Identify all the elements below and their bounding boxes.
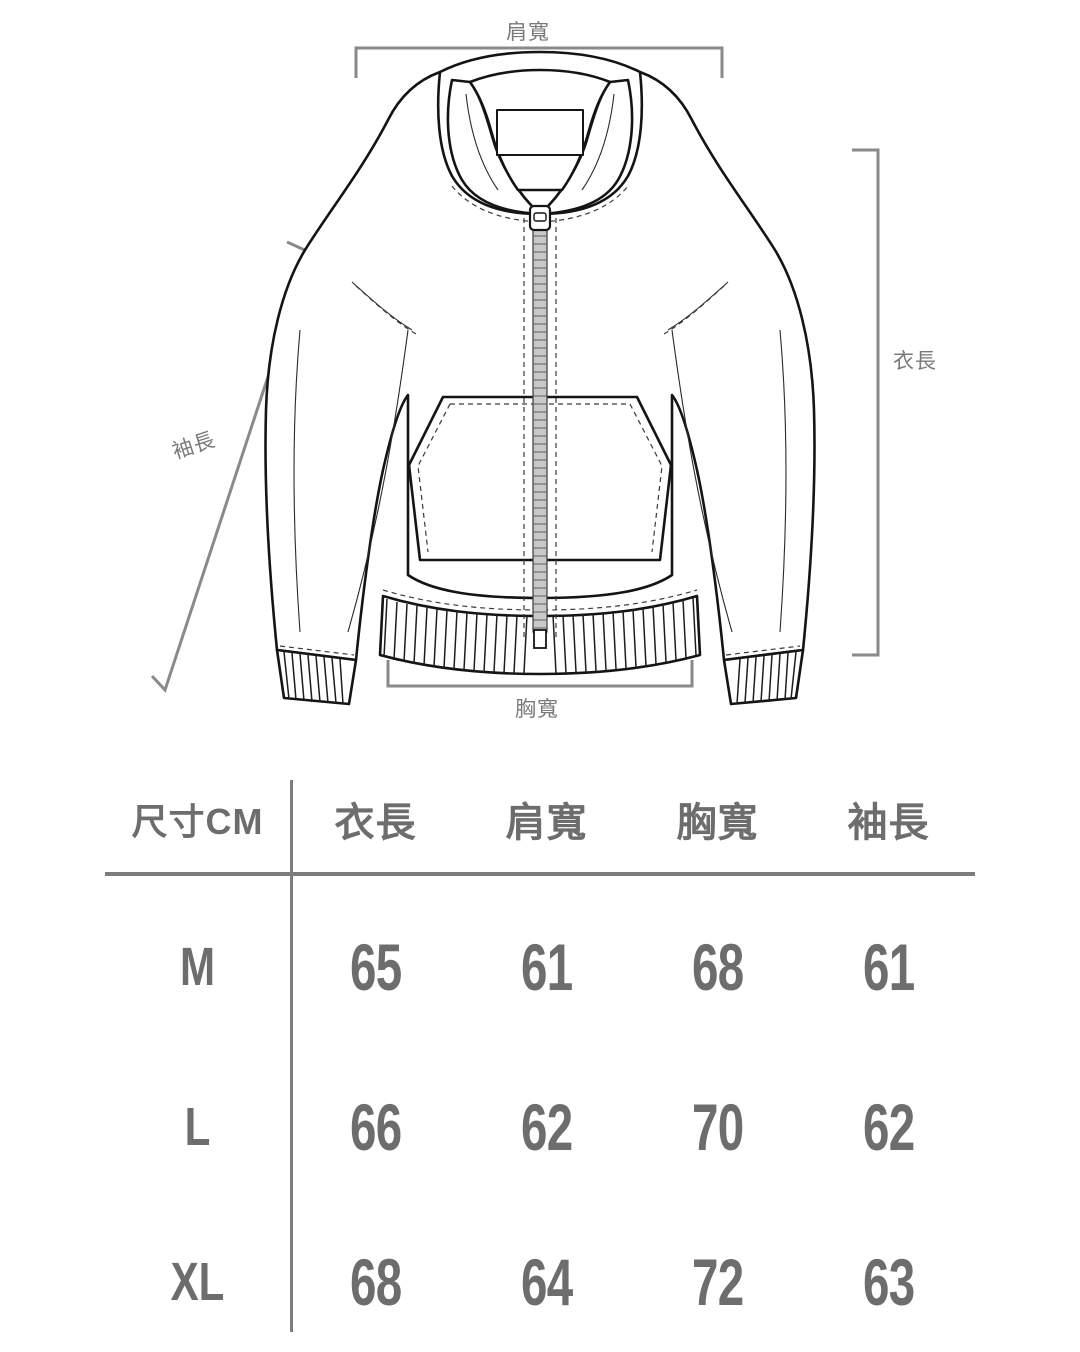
zipper-pull — [533, 212, 547, 222]
value-length: 68 — [349, 1245, 402, 1319]
stitch-hood-seam — [451, 185, 629, 223]
left-cuff — [275, 648, 358, 706]
zipper-stopper — [533, 629, 547, 649]
hoodie-technical-drawing — [150, 46, 880, 706]
table-cell-shoulder: 61 — [461, 929, 632, 1005]
table-cell-sleeve: 62 — [803, 1089, 974, 1165]
chest-width-bracket — [386, 660, 694, 688]
stitch-hem-top — [382, 589, 698, 611]
table-header-cell-length: 衣長 — [290, 790, 461, 848]
hood-neck-facing — [496, 109, 584, 156]
measurement-guides — [150, 46, 880, 693]
value-shoulder: 61 — [520, 930, 573, 1004]
table-header-row: 尺寸CM 衣長 肩寬 胸寬 袖長 — [105, 784, 975, 854]
size-label: L — [184, 1097, 211, 1157]
table-cell-size: L — [105, 1096, 290, 1158]
value-shoulder: 64 — [520, 1245, 573, 1319]
table-header-size-label: 尺寸CM — [131, 801, 264, 842]
table-header-rule — [105, 872, 975, 876]
value-length: 65 — [349, 930, 402, 1004]
zipper-tape — [532, 227, 548, 633]
table-header-cell-chest: 胸寬 — [632, 790, 803, 848]
body-length-bracket — [852, 148, 880, 657]
value-sleeve: 61 — [862, 930, 915, 1004]
zipper-teeth — [533, 235, 547, 629]
table-cell-length: 68 — [290, 1244, 461, 1320]
table-cell-shoulder: 64 — [461, 1244, 632, 1320]
right-cuff — [722, 648, 805, 706]
stitch-left-shoulder — [355, 285, 417, 335]
table-cell-size: XL — [105, 1251, 290, 1313]
table-cell-sleeve: 63 — [803, 1244, 974, 1320]
measure-label-shoulder-width: 肩寬 — [506, 21, 550, 44]
table-cell-chest: 70 — [632, 1089, 803, 1165]
cuff-rib-lines — [283, 651, 797, 705]
left-sleeve-fold — [293, 329, 301, 633]
value-chest: 72 — [691, 1245, 744, 1319]
table-header-chest-label: 胸寬 — [676, 801, 759, 845]
value-shoulder: 62 — [520, 1090, 573, 1164]
hem-rib-lines — [383, 596, 697, 674]
table-header-cell-size: 尺寸CM — [105, 793, 290, 845]
table-cell-shoulder: 62 — [461, 1089, 632, 1165]
table-row: XL 68 64 72 63 — [105, 1212, 975, 1352]
stitch-pocket-left — [417, 403, 451, 553]
table-row: L 66 62 70 62 — [105, 1057, 975, 1197]
stitch-left-cuff — [279, 645, 355, 656]
sleeve-length-bracket — [150, 240, 311, 693]
hood-right-fold — [581, 93, 615, 191]
table-header-cell-sleeve: 袖長 — [803, 790, 974, 848]
stitch-right-cuff — [725, 645, 801, 656]
table-header-length-label: 衣長 — [334, 801, 417, 845]
value-sleeve: 63 — [862, 1245, 915, 1319]
right-sleeve-fold — [779, 329, 787, 633]
table-cell-chest: 72 — [632, 1244, 803, 1320]
table-cell-length: 65 — [290, 929, 461, 1005]
value-sleeve: 62 — [862, 1090, 915, 1164]
size-label: M — [179, 937, 216, 997]
right-sleeve-underline — [671, 329, 733, 633]
stitch-right-shoulder — [663, 285, 725, 335]
table-row: M 65 61 68 61 — [105, 897, 975, 1037]
table-header-sleeve-label: 袖長 — [847, 801, 930, 845]
table-header-cell-shoulder: 肩寬 — [461, 790, 632, 848]
garment-illustration: 肩寬 衣長 袖長 胸寬 — [150, 21, 937, 721]
interior-seams — [293, 93, 787, 633]
value-chest: 68 — [691, 930, 744, 1004]
measure-label-body-length: 衣長 — [893, 350, 937, 373]
zipper — [528, 204, 552, 649]
left-sleeve-underline — [347, 329, 409, 633]
table-header-shoulder-label: 肩寬 — [505, 801, 588, 845]
size-label: XL — [170, 1252, 225, 1312]
shoulder-width-bracket — [354, 46, 724, 78]
measure-label-chest-width: 胸寬 — [515, 698, 559, 721]
table-cell-sleeve: 61 — [803, 929, 974, 1005]
table-vertical-divider — [290, 780, 293, 1332]
value-length: 66 — [349, 1090, 402, 1164]
table-cell-length: 66 — [290, 1089, 461, 1165]
value-chest: 70 — [691, 1090, 744, 1164]
size-table: 尺寸CM 衣長 肩寬 胸寬 袖長 M 65 61 — [0, 762, 1080, 1350]
table-cell-chest: 68 — [632, 929, 803, 1005]
hood-left-fold — [465, 93, 499, 191]
table-cell-size: M — [105, 936, 290, 998]
